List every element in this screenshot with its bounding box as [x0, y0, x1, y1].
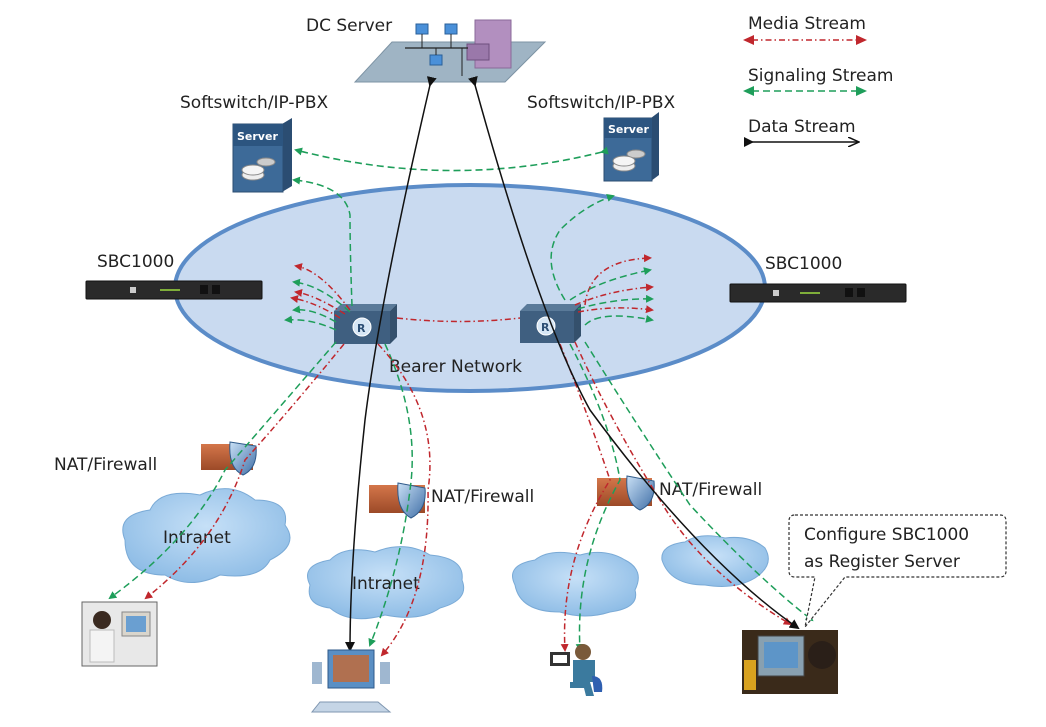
- cloud-icon: [122, 488, 291, 583]
- signaling-softswitch-link: [294, 146, 609, 172]
- intranet-cloud-mid: Intranet: [307, 546, 465, 620]
- intranet-cloud-left: Intranet: [122, 488, 291, 583]
- sbc-left-label: SBC1000: [97, 252, 174, 272]
- nat-mid-label: NAT/Firewall: [431, 487, 534, 507]
- nat-left-label: NAT/Firewall: [54, 455, 157, 475]
- legend: Media Stream Signaling Stream Data Strea…: [743, 14, 893, 142]
- nat-right-label: NAT/Firewall: [659, 480, 762, 500]
- softswitch-left: Softswitch/IP-PBX Server: [180, 93, 328, 193]
- data-stream-left: [345, 76, 437, 652]
- legend-media-label: Media Stream: [748, 14, 866, 34]
- data-stream-right: [468, 75, 800, 630]
- sbc-left: SBC1000: [85, 252, 263, 300]
- cloud-right-a: [512, 551, 639, 617]
- cloud-icon: [512, 551, 639, 617]
- intranet-mid-label: Intranet: [352, 574, 420, 594]
- softswitch-right: Softswitch/IP-PBX Server: [527, 93, 675, 182]
- cloud-right-b: [661, 535, 769, 587]
- svg-text:R: R: [541, 321, 550, 334]
- callout-bubble: [788, 514, 1007, 628]
- cloud-icon: [661, 535, 769, 587]
- shield-icon: [229, 441, 257, 476]
- svg-text:R: R: [357, 322, 366, 335]
- intranet-left-label: Intranet: [163, 528, 231, 548]
- bearer-network-label: Bearer Network: [389, 357, 522, 377]
- endpoint-register-user: [742, 630, 838, 694]
- endpoint-office-user: [81, 601, 158, 667]
- endpoint-video-terminal: [310, 649, 392, 713]
- endpoint-laptop-user: [550, 644, 603, 696]
- softswitch-left-label: Softswitch/IP-PBX: [180, 93, 328, 113]
- nat-firewall-left: NAT/Firewall: [54, 441, 257, 476]
- register-callout: Configure SBC1000 as Register Server: [788, 514, 1007, 628]
- callout-line-1: Configure SBC1000: [804, 525, 969, 545]
- legend-data-label: Data Stream: [748, 117, 856, 137]
- nat-firewall-right: NAT/Firewall: [597, 475, 762, 511]
- legend-signaling-label: Signaling Stream: [748, 66, 893, 86]
- server-badge: Server: [608, 123, 649, 136]
- nat-firewall-mid: NAT/Firewall: [369, 482, 534, 519]
- softswitch-right-label: Softswitch/IP-PBX: [527, 93, 675, 113]
- dc-server: DC Server: [306, 16, 547, 83]
- dc-server-label: DC Server: [306, 16, 392, 36]
- server-monitor-icon: [466, 43, 490, 61]
- callout-line-2: as Register Server: [804, 552, 960, 572]
- router-left: R: [334, 304, 397, 344]
- sbc-right-label: SBC1000: [765, 254, 842, 274]
- server-badge: Server: [237, 130, 278, 143]
